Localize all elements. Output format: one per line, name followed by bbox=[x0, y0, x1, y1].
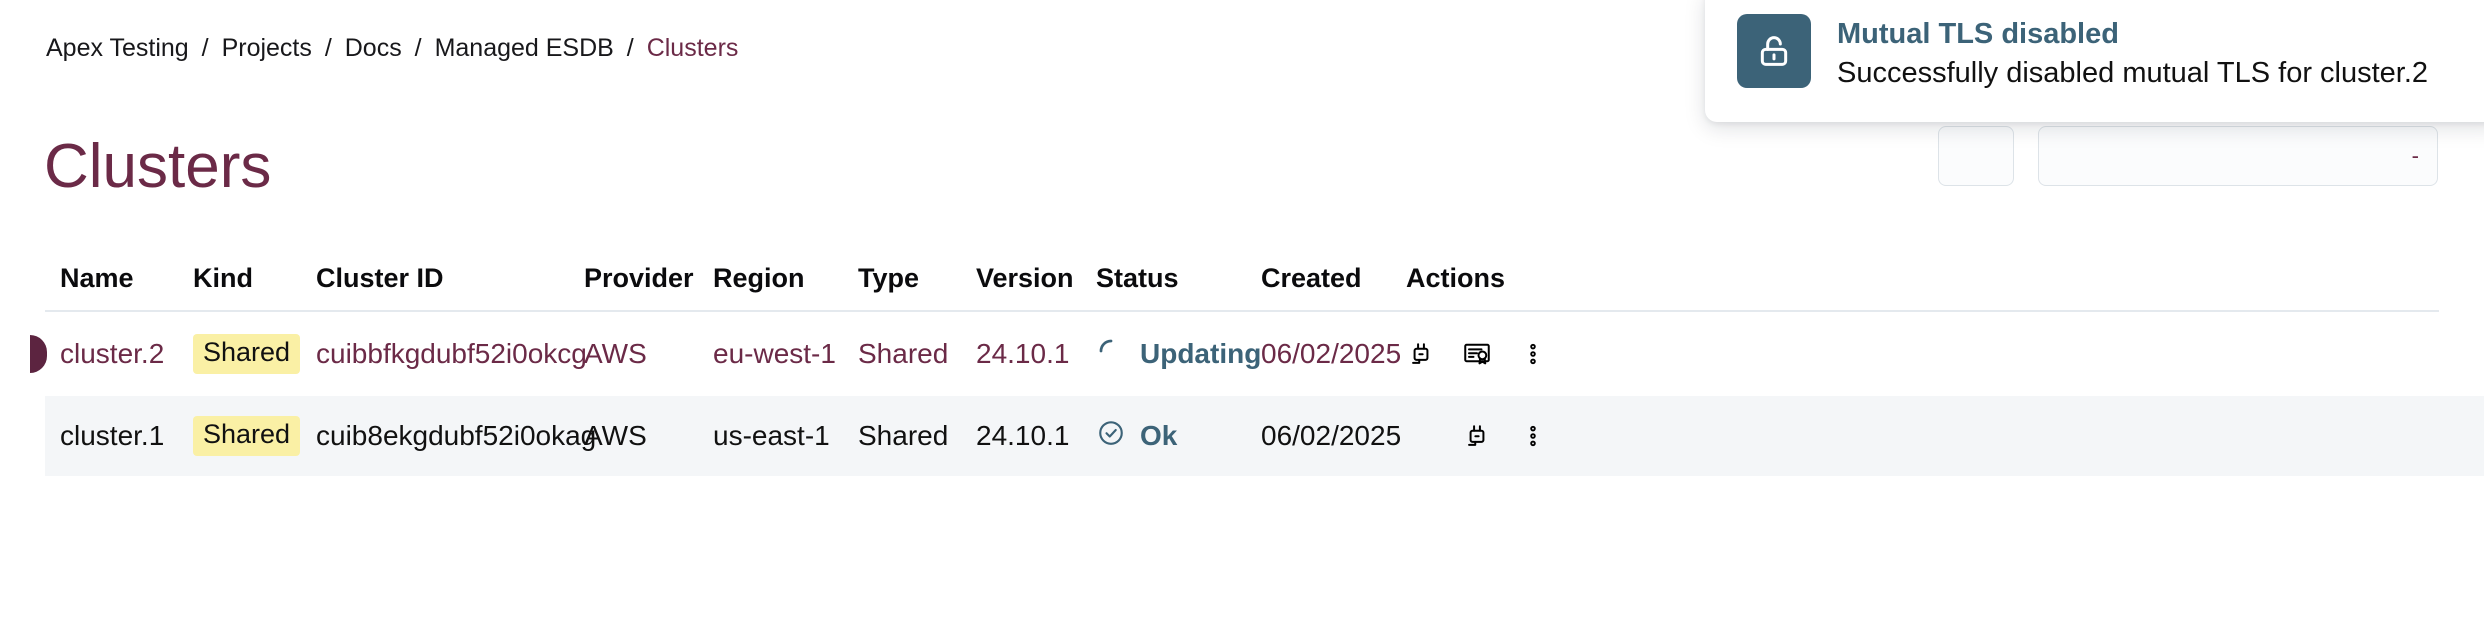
cell-region: eu-west-1 bbox=[713, 338, 836, 369]
column-header-status[interactable]: Status bbox=[1096, 262, 1179, 293]
breadcrumb-separator: / bbox=[201, 34, 209, 62]
breadcrumb: Apex Testing / Projects / Docs / Managed… bbox=[46, 33, 738, 63]
more-vertical-icon[interactable] bbox=[1518, 421, 1548, 451]
status-label: Ok bbox=[1140, 420, 1178, 451]
row-selected-indicator bbox=[30, 335, 47, 373]
page-title: Clusters bbox=[44, 131, 272, 201]
more-vertical-icon[interactable] bbox=[1518, 339, 1548, 369]
cell-kind: Shared bbox=[193, 334, 316, 374]
toast-body: Mutual TLS disabled Successfully disable… bbox=[1837, 14, 2428, 92]
cell-version: 24.10.1 bbox=[976, 420, 1070, 451]
column-header-provider[interactable]: Provider bbox=[584, 262, 694, 293]
cell-created: 06/02/2025 bbox=[1261, 338, 1402, 369]
column-header-name[interactable]: Name bbox=[60, 262, 134, 293]
cell-created: 06/02/2025 bbox=[1261, 420, 1402, 451]
column-header-type[interactable]: Type bbox=[858, 262, 920, 293]
breadcrumb-item-clusters[interactable]: Clusters bbox=[646, 34, 739, 62]
toast-title: Mutual TLS disabled bbox=[1837, 18, 2119, 50]
kind-badge: Shared bbox=[193, 416, 301, 456]
spinner-icon bbox=[1096, 336, 1126, 373]
certificate-icon[interactable] bbox=[1462, 339, 1492, 369]
breadcrumb-separator: / bbox=[414, 34, 422, 62]
status-label: Updating bbox=[1140, 338, 1262, 369]
column-header-version[interactable]: Version bbox=[976, 262, 1074, 293]
column-header-kind[interactable]: Kind bbox=[193, 262, 253, 293]
breadcrumb-item-docs[interactable]: Docs bbox=[344, 34, 402, 62]
toast-notification[interactable]: Mutual TLS disabled Successfully disable… bbox=[1705, 0, 2484, 122]
clusters-table: Name Kind Cluster ID Provider Region Typ… bbox=[0, 246, 2484, 476]
header-actions: - bbox=[1938, 126, 2438, 186]
cell-provider: AWS bbox=[584, 338, 647, 369]
cell-version: 24.10.1 bbox=[976, 338, 1070, 369]
breadcrumb-separator: / bbox=[626, 34, 634, 62]
cell-status: Ok bbox=[1096, 418, 1261, 455]
cell-status: Updating bbox=[1096, 336, 1261, 373]
table-row[interactable]: cluster.2 Shared cuibbfkgdubf52i0okcg AW… bbox=[0, 312, 2484, 396]
column-header-region[interactable]: Region bbox=[713, 262, 805, 293]
action-placeholder bbox=[1406, 421, 1436, 451]
plug-icon[interactable] bbox=[1406, 339, 1436, 369]
breadcrumb-item-apex-testing[interactable]: Apex Testing bbox=[46, 34, 189, 62]
cell-cluster-id[interactable]: cuibbfkgdubf52i0okcg bbox=[316, 338, 587, 369]
unlock-icon bbox=[1737, 14, 1811, 88]
cell-cluster-id[interactable]: cuib8ekgdubf52i0okag bbox=[316, 420, 597, 451]
cell-name[interactable]: cluster.2 bbox=[60, 338, 165, 369]
table-header-row: Name Kind Cluster ID Provider Region Typ… bbox=[45, 246, 2439, 312]
cell-type: Shared bbox=[858, 338, 949, 369]
column-header-actions: Actions bbox=[1406, 262, 1506, 293]
column-header-created[interactable]: Created bbox=[1261, 262, 1362, 293]
cell-kind: Shared bbox=[193, 416, 316, 456]
breadcrumb-item-managed-esdb[interactable]: Managed ESDB bbox=[434, 34, 614, 62]
cell-name[interactable]: cluster.1 bbox=[60, 420, 165, 451]
kind-badge: Shared bbox=[193, 334, 301, 374]
breadcrumb-item-projects[interactable]: Projects bbox=[221, 34, 312, 62]
cell-type: Shared bbox=[858, 420, 949, 451]
table-row[interactable]: cluster.1 Shared cuib8ekgdubf52i0okag AW… bbox=[0, 396, 2484, 476]
breadcrumb-separator: / bbox=[324, 34, 332, 62]
toast-message: Successfully disabled mutual TLS for clu… bbox=[1837, 57, 2429, 89]
refresh-button[interactable] bbox=[1938, 126, 2014, 186]
check-circle-icon bbox=[1096, 418, 1126, 455]
create-cluster-button[interactable]: - bbox=[2038, 126, 2438, 186]
column-header-cluster-id[interactable]: Cluster ID bbox=[316, 262, 444, 293]
cell-provider: AWS bbox=[584, 420, 647, 451]
cell-actions bbox=[1406, 421, 1606, 451]
cell-actions bbox=[1406, 339, 1606, 369]
plug-icon[interactable] bbox=[1462, 421, 1492, 451]
cell-region: us-east-1 bbox=[713, 420, 830, 451]
row-background bbox=[45, 396, 2484, 476]
chevron-down-icon: - bbox=[2411, 143, 2419, 168]
